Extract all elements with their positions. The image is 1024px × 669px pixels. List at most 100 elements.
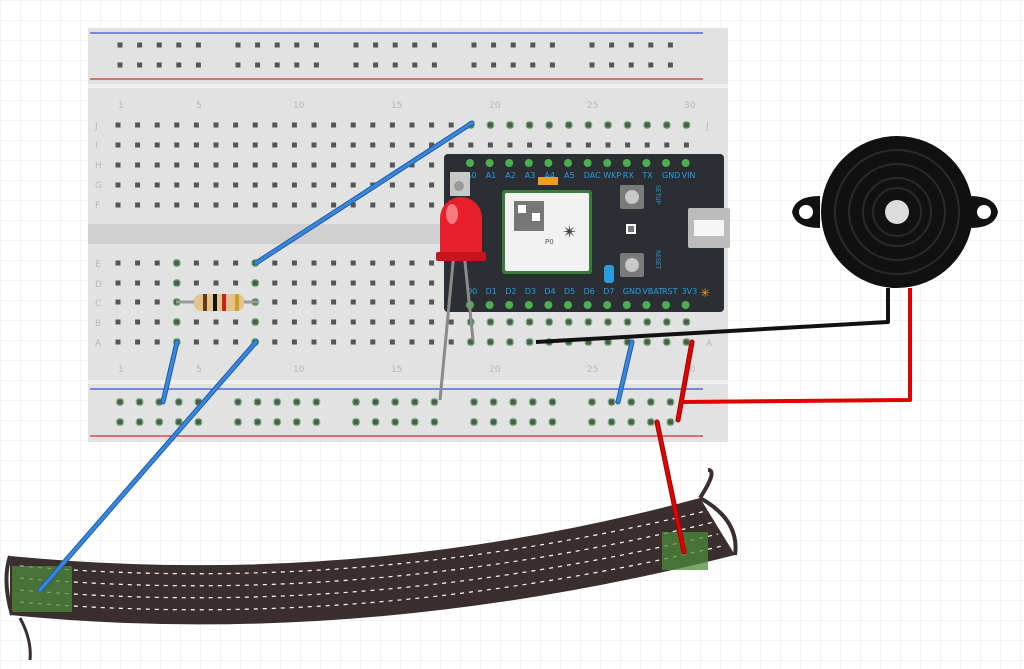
- breadboard-hole: [370, 280, 376, 286]
- black-wire: [535, 288, 890, 344]
- breadboard-hole: [255, 419, 261, 425]
- breadboard-hole: [137, 42, 143, 48]
- row-label: A: [706, 339, 713, 349]
- breadboard-hole: [350, 260, 356, 266]
- breadboard-hole: [154, 280, 160, 286]
- board-header-pin: [505, 159, 514, 167]
- breadboard-hole: [491, 42, 497, 48]
- breadboard-hole: [628, 42, 634, 48]
- row-label: E: [95, 260, 101, 270]
- board-pin-label: RST: [662, 287, 678, 296]
- reset-button-cap[interactable]: [625, 258, 639, 272]
- breadboard-hole: [605, 122, 611, 128]
- breadboard-hole: [193, 182, 199, 188]
- row-label: C: [95, 299, 101, 309]
- resistor: [176, 294, 258, 311]
- breadboard-hole: [667, 62, 673, 68]
- breadboard-hole: [291, 202, 297, 208]
- breadboard-hole: [291, 260, 297, 266]
- breadboard-hole: [644, 122, 650, 128]
- breadboard-hole: [252, 280, 258, 286]
- breadboard-hole: [311, 122, 317, 128]
- breadboard-hole: [331, 122, 337, 128]
- user-led: [604, 265, 614, 283]
- breadboard-hole: [233, 202, 239, 208]
- breadboard-hole: [154, 260, 160, 266]
- breadboard-hole: [625, 319, 631, 325]
- breadboard-hole: [350, 182, 356, 188]
- breadboard-hole: [370, 122, 376, 128]
- breadboard-hole: [176, 399, 182, 405]
- breadboard-hole: [331, 339, 337, 345]
- board-smd-pads: [538, 177, 558, 185]
- breadboard-hole: [213, 319, 219, 325]
- breadboard-hole: [313, 42, 319, 48]
- breadboard-hole: [291, 339, 297, 345]
- breadboard-hole: [213, 339, 219, 345]
- breadboard-hole: [625, 339, 631, 345]
- buzzer-mount-hole: [977, 205, 991, 219]
- setup-button-cap[interactable]: [625, 190, 639, 204]
- breadboard-hole: [115, 280, 121, 286]
- breadboard-hole: [213, 260, 219, 266]
- breadboard-hole: [154, 142, 160, 148]
- breadboard-hole: [291, 280, 297, 286]
- breadboard-hole: [174, 162, 180, 168]
- breadboard-hole: [664, 319, 670, 325]
- breadboard-hole: [389, 260, 395, 266]
- breadboard-hole: [527, 319, 533, 325]
- board-pin-label: D7: [603, 287, 614, 296]
- breadboard-hole: [193, 339, 199, 345]
- board-pin-label: D3: [525, 287, 536, 296]
- breadboard-hole: [605, 339, 611, 345]
- board-pin-label: DAC: [584, 171, 601, 180]
- breadboard-hole: [233, 339, 239, 345]
- breadboard-hole: [527, 339, 533, 345]
- breadboard-hole: [412, 42, 418, 48]
- breadboard-hole: [530, 42, 536, 48]
- row-label: H: [95, 161, 102, 171]
- fabric-stitches: [19, 509, 723, 611]
- breadboard-hole: [392, 42, 398, 48]
- breadboard-hole: [431, 399, 437, 405]
- breadboard-hole: [507, 319, 513, 325]
- breadboard-hole: [272, 202, 278, 208]
- breadboard-hole: [272, 162, 278, 168]
- breadboard-hole: [135, 299, 141, 305]
- board-header-pin: [544, 301, 553, 309]
- breadboard-hole: [510, 399, 516, 405]
- breadboard-hole: [193, 260, 199, 266]
- breadboard-hole: [115, 299, 121, 305]
- breadboard-hole: [429, 202, 435, 208]
- board-header-pin: [564, 301, 572, 309]
- column-label: 10: [293, 101, 305, 111]
- breadboard-hole: [154, 319, 160, 325]
- breadboard-hole: [389, 299, 395, 305]
- breadboard-hole: [648, 42, 654, 48]
- breadboard-hole: [274, 62, 280, 68]
- breadboard-hole: [350, 319, 356, 325]
- breadboard-hole: [233, 142, 239, 148]
- breadboard-hole: [331, 319, 337, 325]
- breadboard-hole: [213, 142, 219, 148]
- breadboard-hole: [510, 62, 516, 68]
- breadboard-hole: [648, 419, 654, 425]
- breadboard-hole: [546, 122, 552, 128]
- breadboard-hole: [156, 399, 162, 405]
- breadboard-hole: [431, 62, 437, 68]
- breadboard-hole: [644, 319, 650, 325]
- breadboard-hole: [644, 142, 650, 148]
- breadboard-hole: [609, 399, 615, 405]
- breadboard-hole: [252, 182, 258, 188]
- board-pin-label: A2: [505, 171, 516, 180]
- breadboard-hole: [585, 319, 591, 325]
- breadboard-hole: [429, 299, 435, 305]
- breadboard-hole: [115, 182, 121, 188]
- board-header-pin: [642, 159, 651, 167]
- breadboard-hole: [252, 202, 258, 208]
- breadboard-hole: [176, 419, 182, 425]
- breadboard-hole: [683, 122, 689, 128]
- breadboard-hole: [174, 319, 180, 325]
